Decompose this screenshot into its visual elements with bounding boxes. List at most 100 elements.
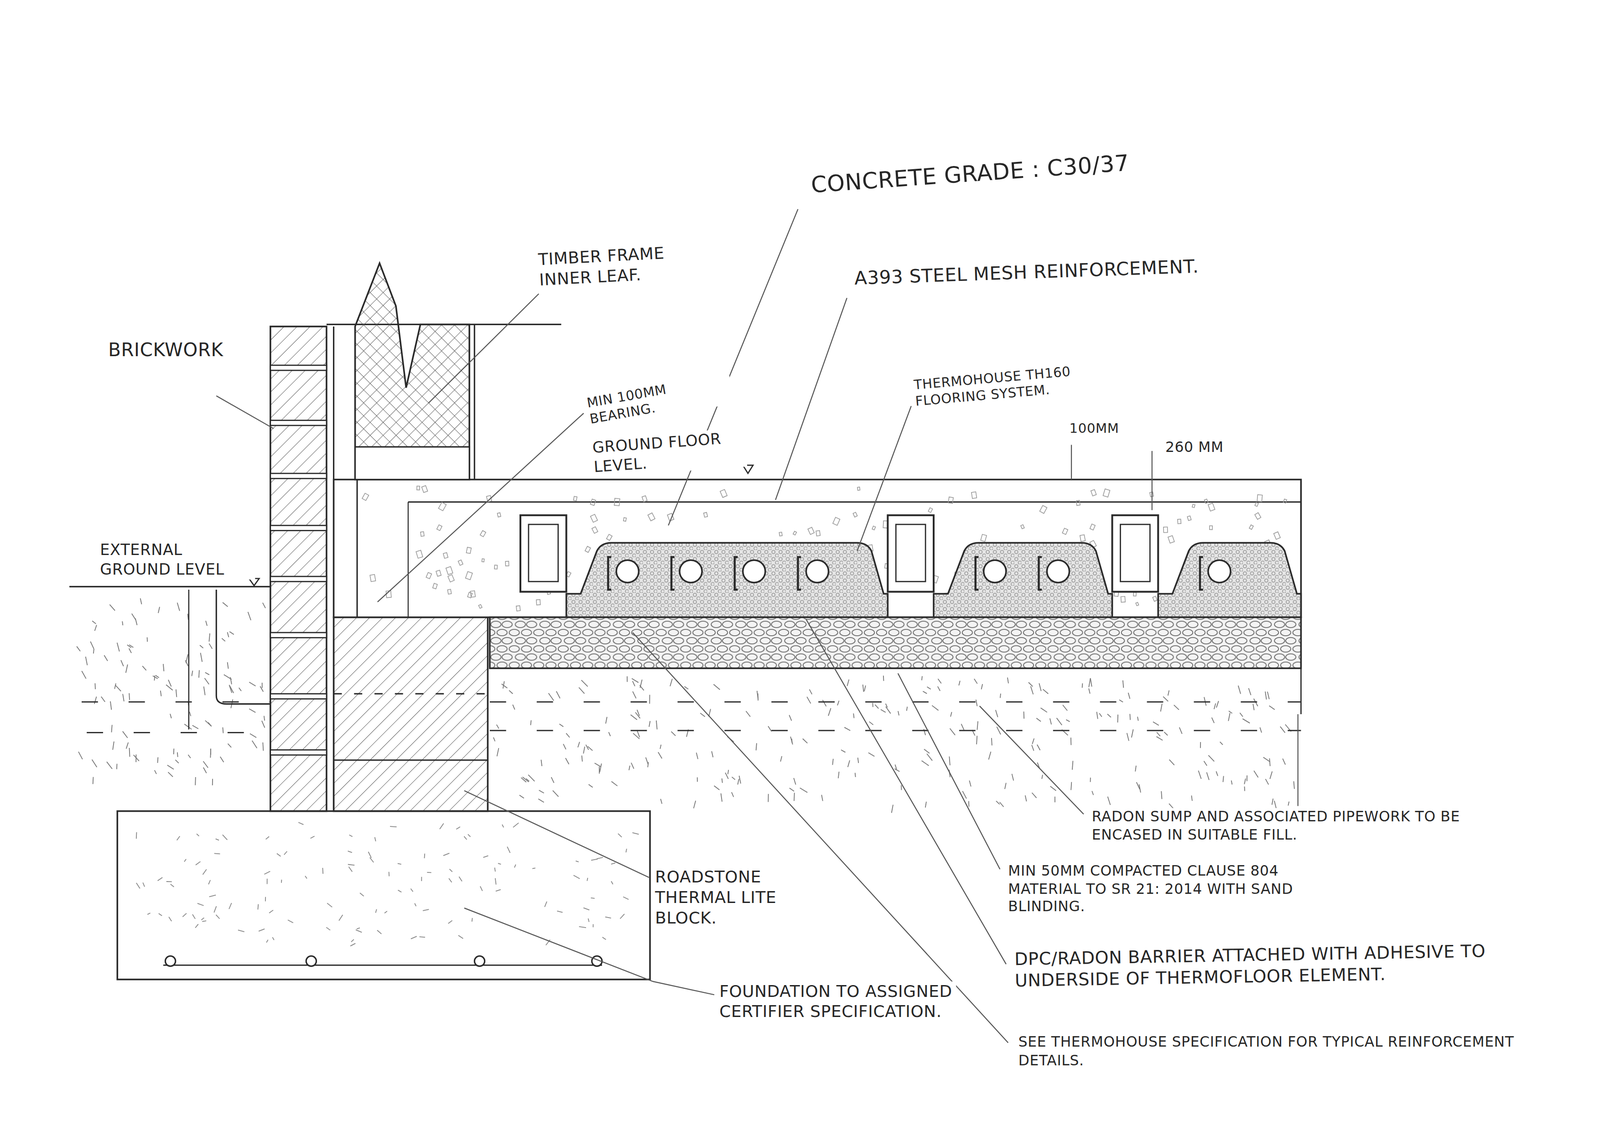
concrete-mark bbox=[467, 834, 471, 837]
ground-mark bbox=[789, 715, 792, 721]
concrete-mark bbox=[483, 855, 489, 858]
concrete-mark bbox=[587, 877, 588, 882]
ground-mark bbox=[731, 792, 734, 797]
ground-mark bbox=[684, 686, 689, 690]
concrete-mark bbox=[135, 832, 138, 839]
concrete-mark bbox=[388, 872, 390, 877]
concrete-mark bbox=[544, 901, 547, 908]
ground-mark bbox=[1036, 718, 1041, 722]
ground-mark bbox=[548, 693, 554, 701]
concrete-mark bbox=[276, 853, 281, 857]
ground-mark bbox=[103, 655, 108, 661]
callout-label: TIMBER FRAME INNER LEAF. bbox=[535, 240, 726, 291]
ground-mark bbox=[85, 656, 88, 666]
thermal-block bbox=[333, 617, 489, 812]
ground-mark bbox=[122, 694, 125, 702]
aggregate-mark bbox=[606, 534, 613, 541]
slab-end-line bbox=[1300, 479, 1302, 715]
concrete-mark bbox=[213, 906, 217, 913]
ground-mark bbox=[1012, 774, 1014, 781]
ground-mark bbox=[1269, 771, 1273, 780]
aggregate-mark bbox=[480, 530, 486, 537]
ground-mark bbox=[800, 788, 808, 793]
ground-mark bbox=[185, 660, 188, 666]
concrete-mark bbox=[426, 872, 432, 873]
concrete-mark bbox=[384, 911, 388, 914]
ground-mark bbox=[1179, 727, 1183, 734]
ground-mark bbox=[722, 778, 723, 784]
ground-mark bbox=[632, 691, 637, 699]
ground-mark bbox=[227, 662, 229, 669]
ground-mark bbox=[1206, 772, 1210, 780]
ground-mark bbox=[1265, 691, 1267, 700]
concrete-mark bbox=[214, 853, 221, 854]
void-bracket bbox=[607, 557, 612, 591]
callout-label: DPC/RADON BARRIER ATTACHED WITH ADHESIVE… bbox=[1012, 940, 1538, 993]
aggregate-mark bbox=[642, 495, 648, 502]
ground-mark bbox=[1160, 703, 1163, 712]
concrete-mark bbox=[397, 863, 402, 865]
aggregate-mark bbox=[1020, 524, 1025, 530]
ground-mark bbox=[1228, 711, 1233, 714]
aggregate-mark bbox=[815, 530, 821, 536]
ground-mark bbox=[587, 746, 593, 751]
ground-mark bbox=[176, 689, 177, 698]
aggregate-mark bbox=[928, 507, 933, 513]
aggregate-mark bbox=[1249, 524, 1254, 530]
void-bracket bbox=[797, 557, 801, 591]
ground-mark bbox=[921, 676, 923, 681]
aggregate-mark bbox=[1075, 500, 1081, 506]
concrete-mark bbox=[458, 876, 463, 882]
aggregate-mark bbox=[1062, 528, 1068, 535]
ground-mark bbox=[658, 752, 662, 759]
ground-mark bbox=[583, 746, 585, 754]
callout-label: THERMOHOUSE TH160 FLOORING SYSTEM. bbox=[911, 357, 1143, 411]
ground-mark bbox=[556, 691, 561, 699]
ground-mark bbox=[1163, 696, 1169, 702]
ground-mark bbox=[645, 757, 649, 765]
mortar-joint bbox=[270, 632, 327, 638]
ground-mark bbox=[822, 700, 827, 707]
ground-mark bbox=[857, 757, 859, 764]
leader-line bbox=[898, 673, 1001, 870]
ground-mark bbox=[981, 684, 983, 690]
ground-mark bbox=[129, 648, 132, 654]
aggregate-mark bbox=[505, 561, 509, 567]
ground-mark bbox=[1032, 738, 1034, 744]
concrete-beam bbox=[887, 515, 934, 593]
ground-mark bbox=[566, 733, 570, 738]
aggregate-mark bbox=[1283, 498, 1288, 504]
ground-mark bbox=[520, 777, 526, 783]
concrete-mark bbox=[264, 897, 266, 902]
ground-mark bbox=[841, 749, 846, 753]
ground-mark bbox=[261, 720, 265, 728]
concrete-mark bbox=[398, 890, 402, 893]
concrete-mark bbox=[369, 857, 374, 863]
ground-mark bbox=[1054, 796, 1056, 803]
aggregate-mark bbox=[415, 550, 423, 559]
ground-mark bbox=[639, 679, 642, 688]
ground-mark bbox=[501, 684, 508, 689]
ground-mark bbox=[78, 751, 83, 759]
ground-mark bbox=[1129, 714, 1131, 721]
ground-mark bbox=[189, 711, 191, 717]
void-bracket bbox=[671, 557, 675, 591]
ground-mark bbox=[883, 675, 884, 681]
ground-mark bbox=[168, 772, 173, 777]
ground-mark bbox=[109, 604, 115, 611]
ground-mark bbox=[1211, 717, 1215, 723]
ground-mark bbox=[1269, 758, 1270, 767]
concrete-mark bbox=[168, 917, 172, 922]
concrete-beam bbox=[1112, 515, 1159, 593]
ground-mark bbox=[142, 665, 146, 671]
ground-dash-line bbox=[489, 701, 1302, 703]
ground-mark bbox=[76, 646, 81, 652]
concrete-mark bbox=[208, 880, 211, 885]
aggregate-mark bbox=[443, 552, 448, 559]
ground-mark bbox=[175, 759, 179, 764]
leader-line bbox=[775, 297, 847, 500]
ground-mark bbox=[112, 741, 115, 750]
slab-outline bbox=[333, 479, 1302, 618]
ground-mark bbox=[1096, 711, 1098, 719]
ground-mark bbox=[862, 684, 864, 692]
